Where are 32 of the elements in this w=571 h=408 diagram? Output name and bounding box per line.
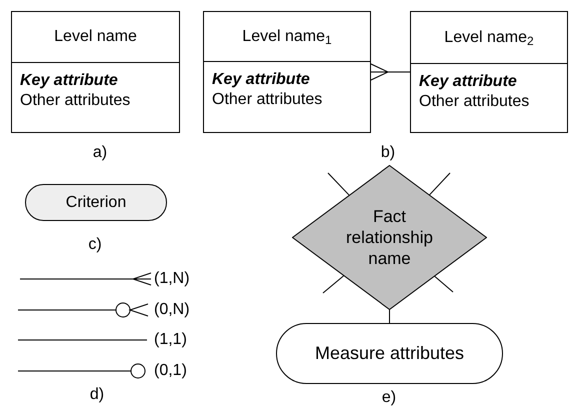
connector-line <box>389 310 390 324</box>
connector-stub <box>429 172 450 196</box>
key-attribute: Key attribute <box>419 72 518 92</box>
level-name: Level name$_{1}$ <box>242 26 332 46</box>
relationship-diamond <box>292 165 487 310</box>
key-attribute: Key attribute <box>212 70 311 90</box>
cardinality-label: (0,1) <box>154 362 187 379</box>
attribute-list: Other attributes <box>212 90 362 110</box>
level-name: Level name$_{2}$ <box>444 28 534 48</box>
level-name: Level name <box>54 27 137 47</box>
panel-label: b) <box>380 144 396 161</box>
criterion-label: Criterion <box>66 192 126 212</box>
key-attribute: Key attribute <box>20 71 119 91</box>
panel-label: c) <box>88 236 102 253</box>
attribute-list: Other attributes <box>20 91 171 111</box>
panel-label: a) <box>92 144 108 161</box>
entity-box <box>203 11 371 133</box>
connector-stub <box>322 275 344 294</box>
connector-stub <box>328 172 350 196</box>
criterion-pill <box>25 184 167 221</box>
cardinality-label: (0,N) <box>154 301 190 318</box>
entity-box <box>410 11 568 133</box>
connector-line <box>370 64 410 80</box>
panel-label: e) <box>382 389 396 406</box>
cardinality-label: (1,1) <box>154 331 187 348</box>
cardinality-label: (1,N) <box>154 270 190 287</box>
panel-label: d) <box>90 386 104 403</box>
measure-label: Measure attributes <box>314 342 464 365</box>
connector-stub <box>434 276 454 292</box>
entity-box <box>11 11 180 133</box>
attribute-list: Other attributes <box>419 92 559 112</box>
relationship-name: Fact relationship name <box>345 206 434 269</box>
